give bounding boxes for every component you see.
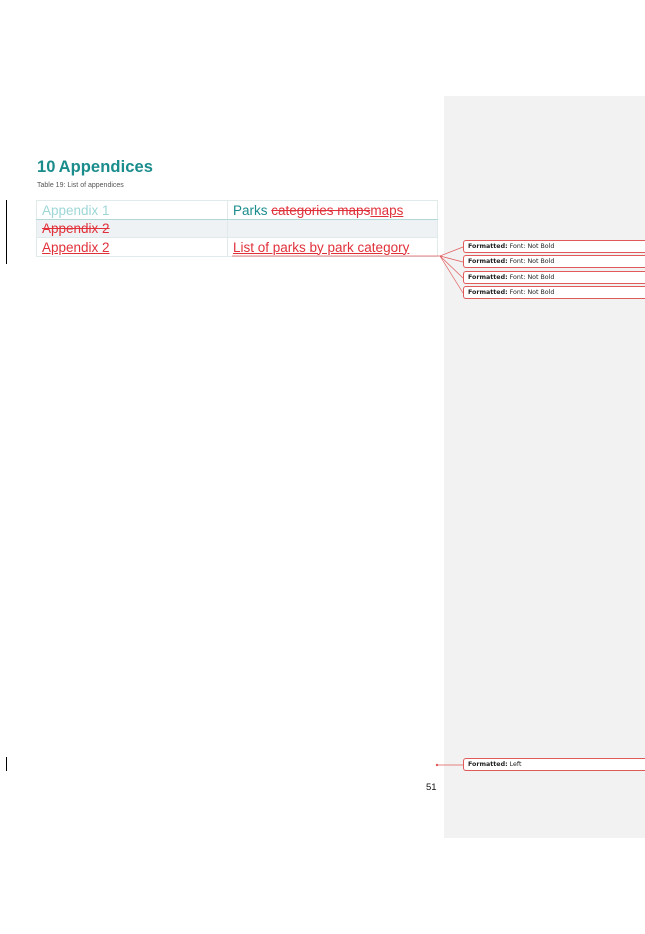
appendices-table: Appendix 1 Parks categories mapsmaps App… xyxy=(36,200,438,257)
comment-text: Font: Not Bold xyxy=(507,289,555,296)
comment-balloon[interactable]: Formatted: Font: Not Bold xyxy=(463,240,645,253)
comment-text: Font: Not Bold xyxy=(507,274,555,281)
table-cell[interactable] xyxy=(227,219,438,238)
section-title: Appendices xyxy=(58,158,154,176)
inserted-text: Appendix 2 xyxy=(42,239,110,255)
inserted-text: List of parks by park category xyxy=(233,239,410,255)
change-bar xyxy=(6,757,7,771)
table-row: Appendix 1 Parks categories mapsmaps xyxy=(36,200,438,220)
comment-text: Font: Not Bold xyxy=(507,243,555,250)
table-row: Appendix 2 List of parks by park categor… xyxy=(36,237,438,257)
inserted-text: maps xyxy=(370,202,404,218)
deleted-text: Appendix 2 xyxy=(42,221,110,236)
comment-label: Formatted: xyxy=(468,761,508,768)
deleted-text: categories maps xyxy=(271,202,371,218)
table-cell[interactable]: Appendix 2 xyxy=(36,219,228,238)
cell-text: Parks xyxy=(233,202,272,218)
markup-pane xyxy=(444,96,645,838)
section-number: 10 xyxy=(37,158,56,176)
comment-label: Formatted: xyxy=(468,258,508,265)
page-number: 51 xyxy=(426,782,437,793)
comment-text: Font: Not Bold xyxy=(507,258,555,265)
comment-text: Left xyxy=(507,761,522,768)
comment-balloon[interactable]: Formatted: Font: Not Bold xyxy=(463,286,645,299)
appendix-label: Appendix 1 xyxy=(42,202,110,218)
table-caption: Table 19: List of appendices xyxy=(37,182,124,189)
change-bar xyxy=(6,200,7,264)
anchor-dot xyxy=(435,763,439,767)
table-cell[interactable]: Appendix 2 xyxy=(36,237,228,257)
comment-label: Formatted: xyxy=(468,274,508,281)
table-row: Appendix 2 xyxy=(36,219,438,238)
comment-balloon[interactable]: Formatted: Left xyxy=(463,758,645,771)
comment-label: Formatted: xyxy=(468,289,508,296)
table-cell[interactable]: Parks categories mapsmaps xyxy=(227,200,438,220)
table-cell[interactable]: Appendix 1 xyxy=(36,200,228,220)
table-cell[interactable]: List of parks by park category xyxy=(227,237,438,257)
comment-label: Formatted: xyxy=(468,243,508,250)
comment-balloon[interactable]: Formatted: Font: Not Bold xyxy=(463,255,645,268)
comment-balloon[interactable]: Formatted: Font: Not Bold xyxy=(463,271,645,284)
